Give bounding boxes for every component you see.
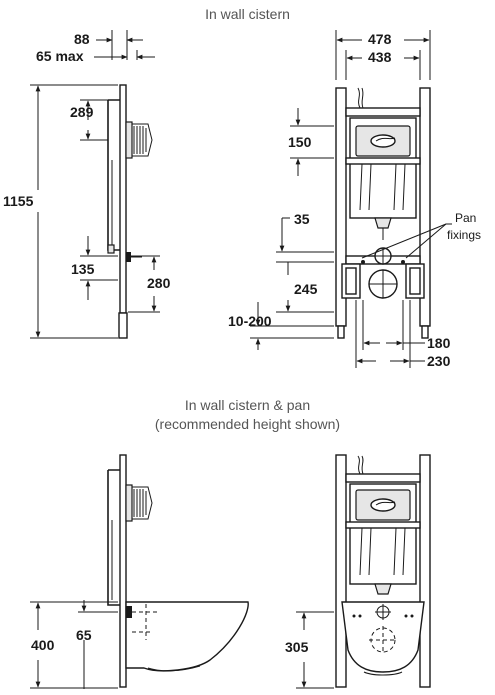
dim-289: 289 — [70, 104, 94, 120]
wall-hung-pan — [125, 601, 249, 672]
dim-88: 88 — [74, 31, 90, 47]
side-view-top: 88 65 max 1155 289 135 280 — [3, 30, 171, 339]
dim-135: 135 — [71, 261, 95, 277]
pan-fixings-label-1: Pan — [455, 211, 476, 225]
dim-35: 35 — [294, 211, 310, 227]
flush-plate-side — [125, 121, 153, 159]
dim-478: 478 — [368, 31, 392, 47]
dim-10-200: 10-200 — [228, 313, 272, 329]
top-section-title: In wall cistern — [205, 6, 290, 22]
frame-upright-bottom — [119, 454, 127, 688]
dim-438: 438 — [368, 49, 392, 65]
frame-upright — [119, 84, 127, 314]
bottom-section-subtitle: (recommended height shown) — [154, 416, 341, 432]
dim-180: 180 — [427, 335, 451, 351]
dim-65: 65 — [76, 627, 92, 643]
dim-400: 400 — [31, 637, 55, 653]
pan-connector — [126, 252, 131, 262]
dim-230: 230 — [427, 353, 451, 369]
dim-305: 305 — [285, 639, 309, 655]
front-view-bottom: 305 — [285, 454, 431, 689]
dim-150: 150 — [288, 134, 312, 150]
dim-245: 245 — [294, 281, 318, 297]
front-view-top: 478 438 150 35 245 10-200 180 — [228, 30, 481, 369]
frame-foot — [118, 312, 128, 339]
flush-button — [370, 134, 396, 148]
flush-plate-side-bottom — [125, 484, 153, 522]
pan-fixings-label-2: fixings — [447, 228, 481, 242]
side-view-bottom: 400 65 — [30, 454, 249, 689]
dim-280: 280 — [147, 275, 171, 291]
dim-1155: 1155 — [3, 193, 34, 209]
dim-65-max: 65 max — [36, 48, 84, 64]
bottom-section-title: In wall cistern & pan — [184, 397, 311, 413]
cistern-side — [107, 99, 120, 251]
